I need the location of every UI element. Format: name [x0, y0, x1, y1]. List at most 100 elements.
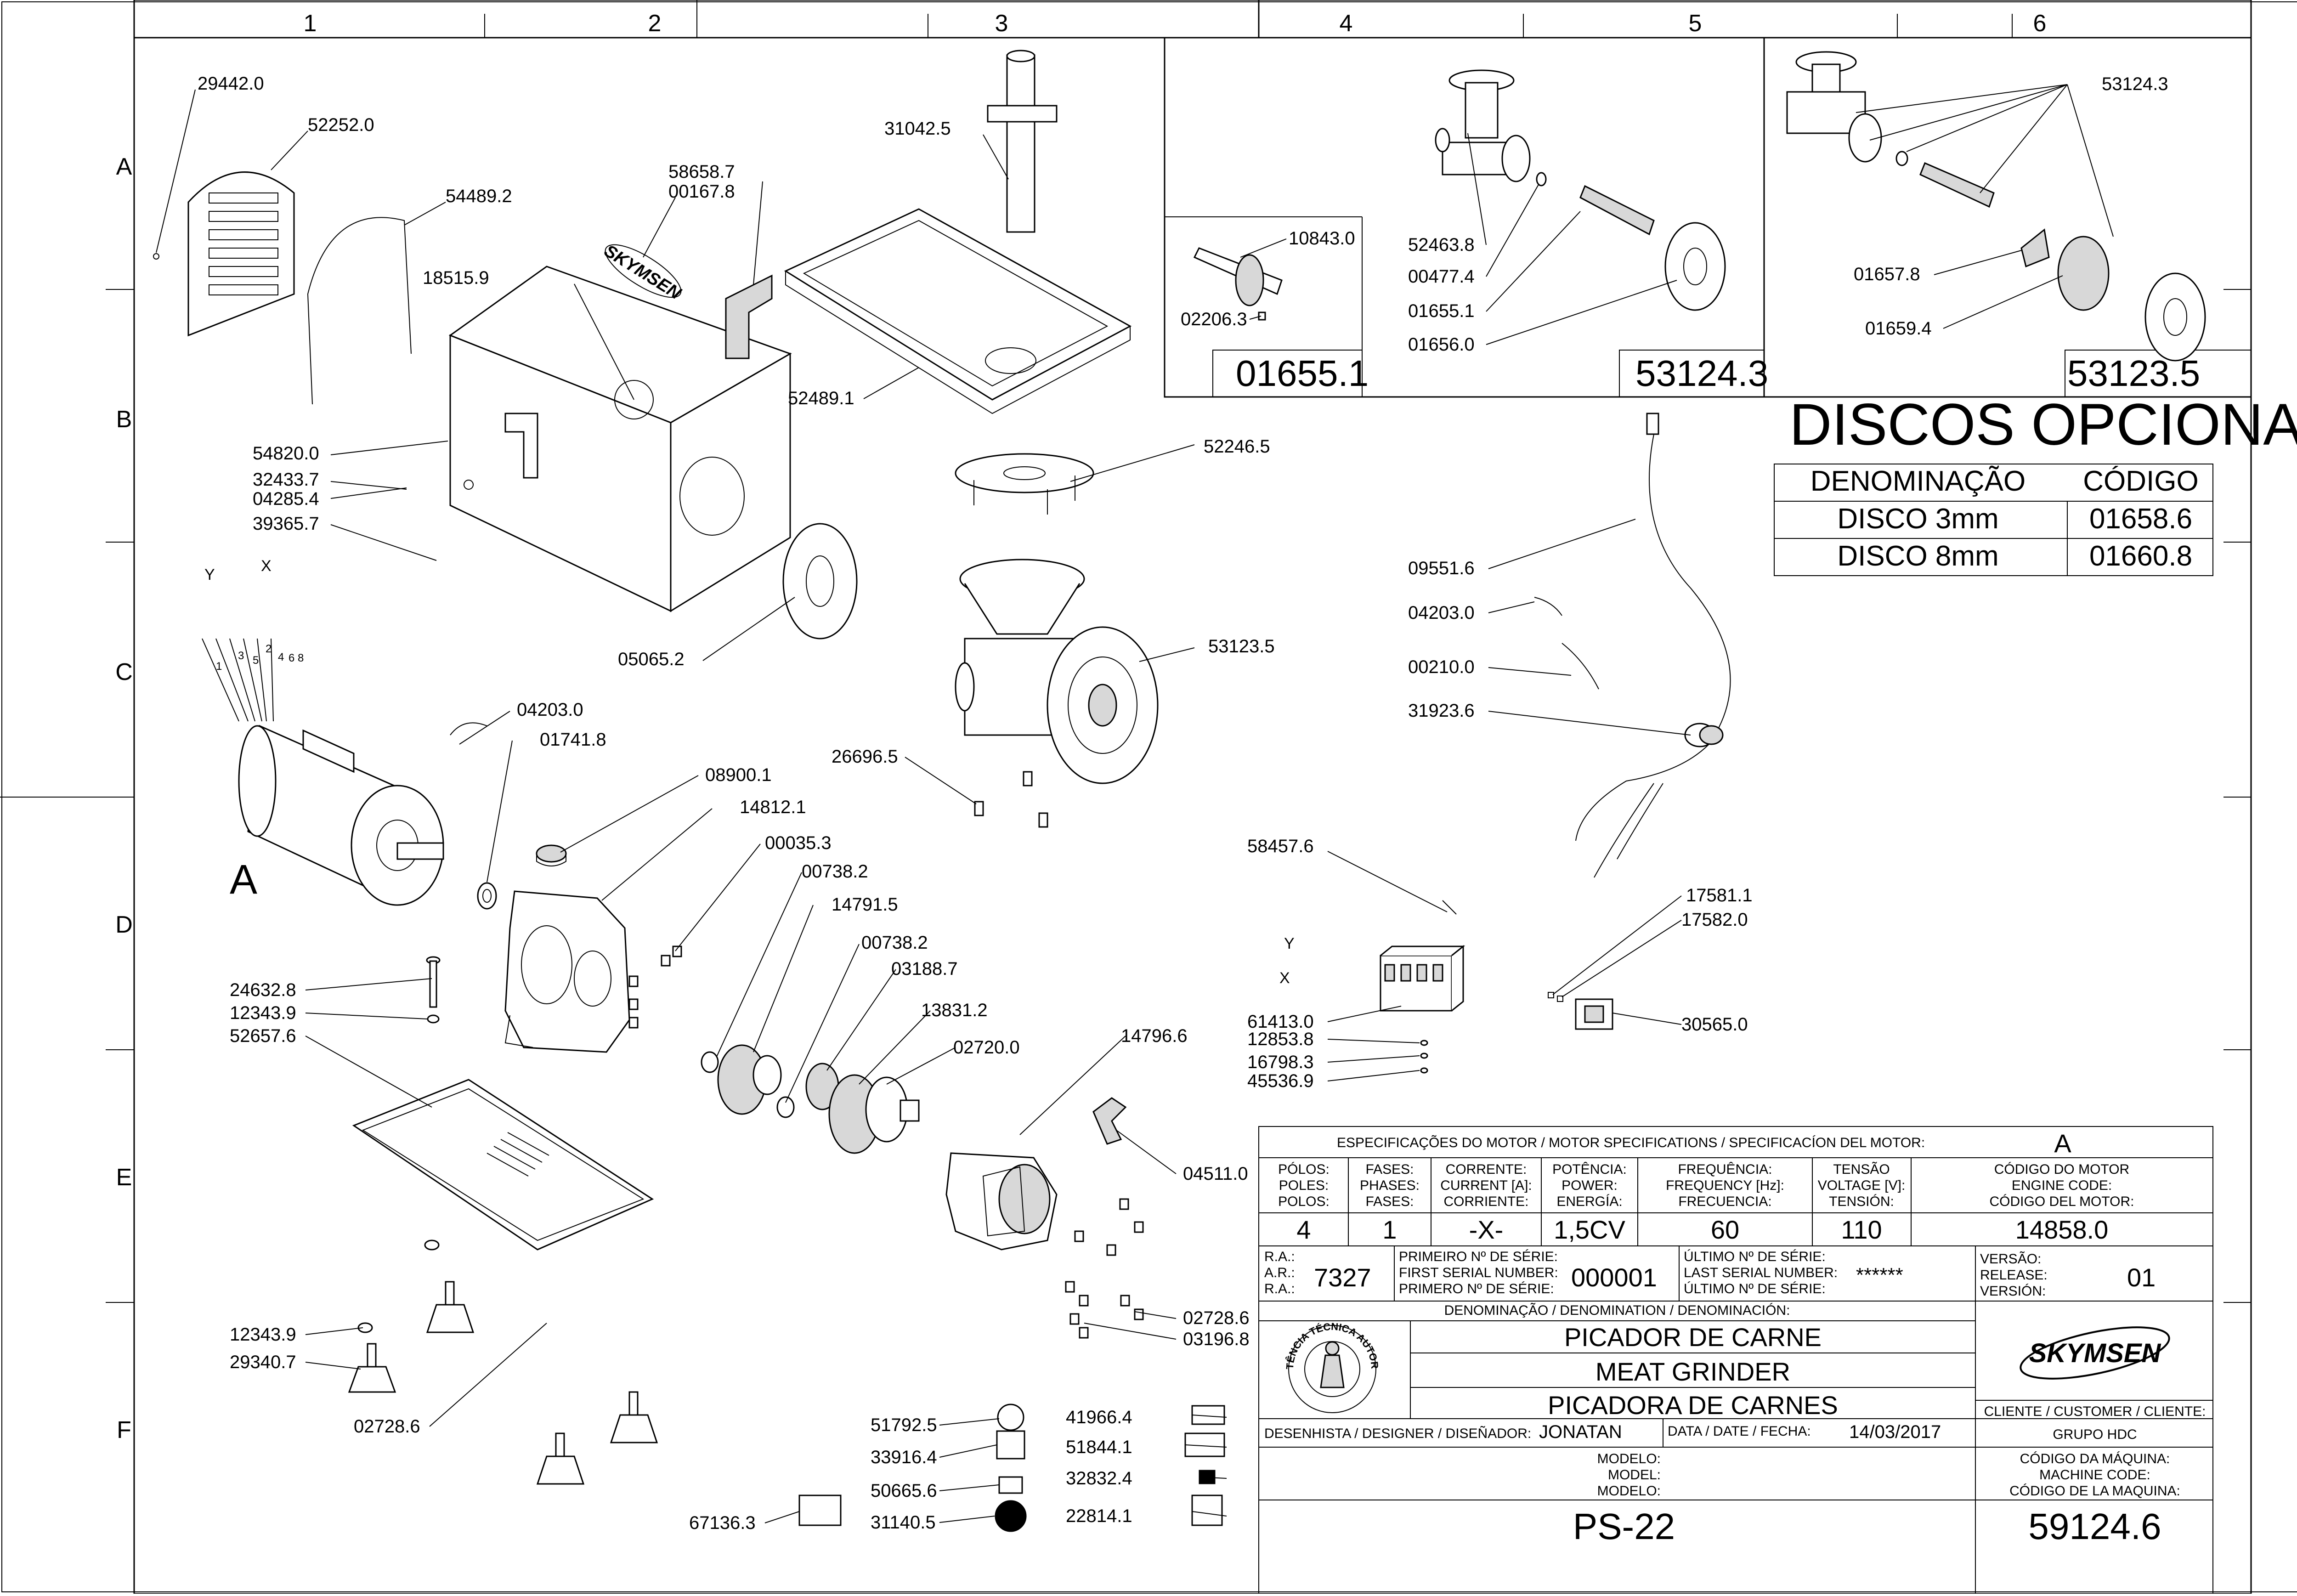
cable-drawing — [450, 722, 487, 736]
wire-number: 3 — [238, 650, 244, 662]
tray-drawing — [784, 208, 1132, 414]
grid-row-labels: A B C D E F — [115, 153, 133, 1443]
motor-letter: A — [2054, 1129, 2071, 1158]
detail-1-screw-drawing — [1193, 247, 1283, 321]
product-name-en: MEAT GRINDER — [1595, 1357, 1790, 1386]
grid-row-b: B — [116, 406, 132, 433]
rubber-feet-drawing — [348, 1239, 658, 1485]
callout-53123-5: 53123.5 — [1208, 636, 1275, 657]
designer-value: JONATAN — [1539, 1422, 1622, 1442]
contactor-drawing — [1380, 900, 1465, 1012]
optional-discs-title: DISCOS OPCIONAIS — [1789, 392, 2297, 458]
denomination-label: DENOMINAÇÃO / DENOMINATION / DENOMINACIÓ… — [1444, 1302, 1790, 1318]
serial-row: R.A.: A.R.: R.A.: 7327 PRIMEIRO Nº DE SÉ… — [1264, 1249, 2156, 1299]
spec-header-power: POWER: — [1562, 1178, 1618, 1193]
switch-drawing — [1548, 992, 1613, 1030]
callout-61413-0: 61413.0 — [1247, 1012, 1314, 1032]
axis-x-left: X — [261, 557, 272, 575]
grid-col-3: 3 — [995, 10, 1008, 37]
spec-header-voltage: TENSIÓN: — [1829, 1194, 1894, 1209]
callout-14812-1: 14812.1 — [740, 797, 806, 817]
first-serial-label: PRIMERO Nº DE SÉRIE: — [1399, 1281, 1554, 1296]
callout-01655-1: 01655.1 — [1408, 301, 1475, 321]
client-label: CLIENTE / CUSTOMER / CLIENTE: — [1984, 1404, 2206, 1419]
detail-boxes: 01655.1 53124.3 53123.5 — [1164, 37, 2252, 398]
gearbox-screws-drawing — [628, 945, 682, 1029]
callout-01657-8: 01657.8 — [1854, 264, 1920, 284]
callout-32832-4: 32832.4 — [1066, 1468, 1132, 1488]
wire-number: 2 — [266, 643, 272, 655]
callout-30565-0: 30565.0 — [1681, 1014, 1748, 1035]
callout-02206-3: 02206.3 — [1181, 309, 1247, 329]
callout-01656-0: 01656.0 — [1408, 334, 1475, 355]
bearing-ring-drawing — [782, 523, 858, 640]
spec-value-power: 1,5CV — [1554, 1215, 1625, 1244]
callout-12343-9: 12343.9 — [230, 1324, 296, 1345]
spec-header-engine-code: ENGINE CODE: — [2012, 1178, 2112, 1193]
detail-box-2-code: 53124.3 — [1635, 353, 1768, 394]
callout-00210-0: 00210.0 — [1408, 657, 1475, 677]
grid-col-4: 4 — [1340, 10, 1353, 37]
spec-header-power: ENERGÍA: — [1556, 1194, 1622, 1209]
detail-2-grinder-drawing — [1435, 69, 1726, 311]
callout-10843-0: 10843.0 — [1289, 228, 1355, 249]
first-serial-label: FIRST SERIAL NUMBER: — [1399, 1265, 1558, 1280]
wire-number: 6 — [289, 652, 294, 664]
spec-value-voltage: 110 — [1841, 1215, 1882, 1244]
callout-52463-8: 52463.8 — [1408, 235, 1475, 255]
last-serial-label: ÚLTIMO Nº DE SÉRIE: — [1684, 1281, 1826, 1296]
grid-row-c: C — [115, 659, 133, 685]
callout-00035-3: 00035.3 — [765, 833, 832, 853]
detail-3-grinder-drawing — [1786, 51, 2206, 362]
housing-box-drawing — [448, 266, 792, 612]
grinder-head-drawing — [955, 559, 1159, 784]
axis-y-right: Y — [1284, 935, 1295, 952]
leader-lines — [156, 84, 2114, 1523]
bracket-drawing — [725, 274, 773, 359]
wire-number: 5 — [253, 654, 259, 667]
callout-51844-1: 51844.1 — [1066, 1437, 1132, 1457]
callout-31042-5: 31042.5 — [884, 119, 951, 139]
machine-code-label: MACHINE CODE: — [2039, 1467, 2150, 1483]
callout-33916-4: 33916.4 — [871, 1447, 937, 1467]
callout-54820-0: 54820.0 — [253, 443, 319, 464]
motor-drawing — [202, 638, 444, 906]
model-label: MODELO: — [1597, 1451, 1661, 1466]
spec-header-phases: FASES: — [1365, 1162, 1414, 1177]
wire-number: 1 — [216, 660, 222, 673]
contactor-screws-drawing — [1420, 1040, 1428, 1074]
callout-04285-4: 04285.4 — [253, 489, 319, 509]
version-value: 01 — [2127, 1263, 2156, 1292]
wire-number: 8 — [298, 652, 304, 664]
callout-04203-0: 04203.0 — [1408, 603, 1475, 623]
part-number-callouts: 29442.0 52252.0 54489.2 18515.9 58658.7 … — [198, 74, 2168, 1533]
callout-09551-6: 09551.6 — [1408, 558, 1475, 578]
version-label: VERSIÓN: — [1980, 1284, 2046, 1299]
callout-58457-6: 58457.6 — [1247, 836, 1314, 856]
first-serial-value: 000001 — [1571, 1263, 1657, 1292]
machine-code-label: CÓDIGO DE LA MAQUINA: — [2009, 1483, 2180, 1499]
callout-04511-0: 04511.0 — [1183, 1164, 1248, 1184]
callout-01741-8: 01741.8 — [540, 730, 606, 750]
first-serial-label: PRIMEIRO Nº DE SÉRIE: — [1399, 1249, 1558, 1264]
grid-row-a: A — [116, 153, 132, 180]
lever-drawing — [1092, 1097, 1127, 1145]
spec-value-poles: 4 — [1296, 1215, 1311, 1244]
last-serial-label: ÚLTIMO Nº DE SÉRIE: — [1684, 1249, 1826, 1264]
callout-31140-5: 31140.5 — [871, 1512, 936, 1533]
callout-52246-5: 52246.5 — [1204, 436, 1270, 457]
grid-col-6: 6 — [2033, 10, 2047, 37]
grid-row-e: E — [116, 1164, 132, 1191]
bolt-drawing — [426, 956, 441, 1024]
disc-row-name: DISCO 3mm — [1837, 503, 1998, 535]
spec-header-engine-code: CÓDIGO DO MOTOR — [1994, 1162, 2129, 1177]
motor-spec-values: 4 1 -X- 1,5CV 60 110 14858.0 — [1296, 1215, 2108, 1244]
motor-spec-headers: PÓLOS: POLES: POLOS: FASES: PHASES: FASE… — [1278, 1161, 2134, 1209]
callout-00477-4: 00477.4 — [1408, 266, 1475, 287]
wire-number: 4 — [278, 651, 284, 663]
callout-00738-2: 00738.2 — [861, 933, 928, 953]
callout-18515-9: 18515.9 — [423, 268, 489, 288]
callout-17582-0: 17582.0 — [1681, 910, 1748, 930]
model-value: PS-22 — [1573, 1506, 1675, 1547]
